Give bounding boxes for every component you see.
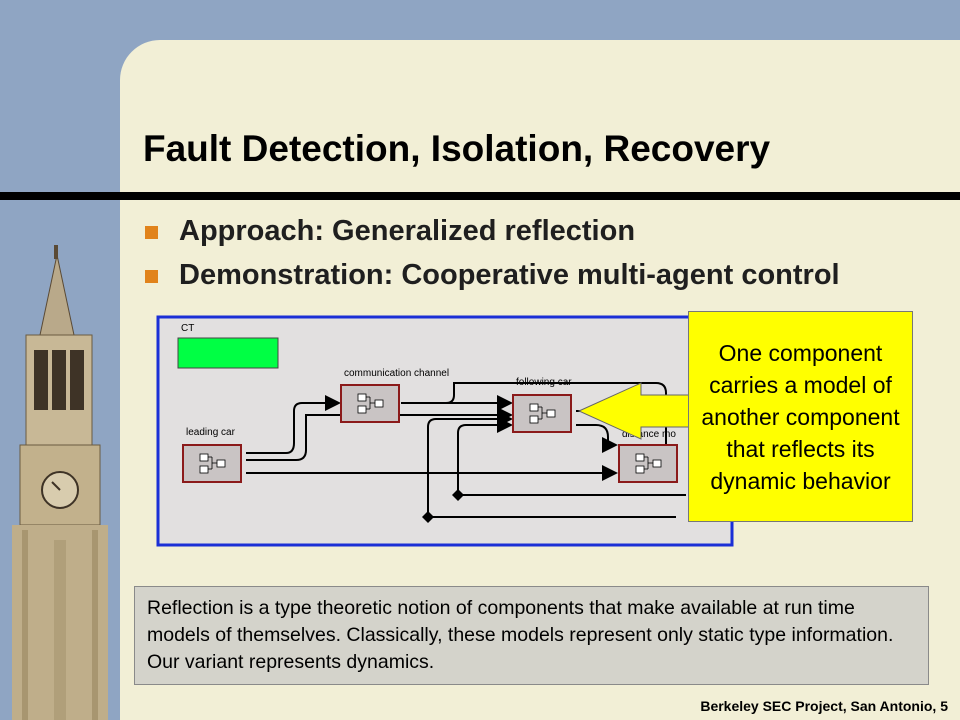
slide-title: Fault Detection, Isolation, Recovery [143,128,771,169]
explanation-box: Reflection is a type theoretic notion of… [134,586,929,685]
director-label: CT [181,323,194,334]
clock-tower-image [0,200,120,720]
communication-channel-label: communication channel [344,368,449,379]
communication-channel-actor[interactable] [340,384,400,423]
diagram-wires [246,382,686,518]
director-icon[interactable] [177,337,279,369]
slide-footer: Berkeley SEC Project, San Antonio, 5 [700,698,948,714]
orange-square-bullet-icon [145,226,158,239]
bullet-text: Approach: Generalized reflection [179,215,636,247]
bullet-text: Demonstration: Cooperative multi-agent c… [179,259,840,291]
block-diagram: CT communication channel following car l… [156,315,734,547]
following-car-label: following car [516,377,572,388]
following-car-actor[interactable] [512,394,572,433]
leading-car-actor[interactable] [182,444,242,483]
leading-car-label: leading car [186,427,236,438]
distance-model-actor[interactable] [618,444,678,483]
orange-square-bullet-icon [145,270,158,283]
distance-model-label: distance mo [622,429,676,440]
title-underline [0,192,960,200]
callout-box: One component carries a model of another… [688,311,913,522]
callout-text: One component carries a model of another… [701,339,900,494]
